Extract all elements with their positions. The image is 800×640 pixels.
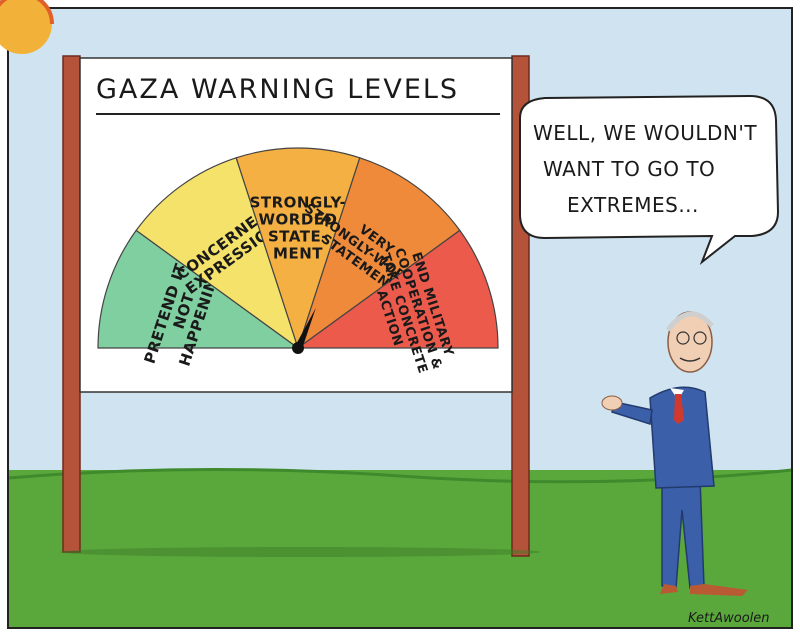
suit-jacket <box>649 386 715 489</box>
gauge-segment-5 <box>296 229 499 349</box>
glasses-right <box>693 331 707 345</box>
gauge-hub <box>292 342 304 354</box>
speech-line-2: WANT TO GO TO <box>543 157 715 181</box>
red-tie <box>674 394 684 424</box>
left-post <box>62 55 81 553</box>
panel-border <box>7 7 793 629</box>
right-shoe <box>690 584 748 596</box>
left-shoe <box>660 584 678 594</box>
sun <box>0 0 52 54</box>
pointing-hand <box>601 395 623 411</box>
glasses-left <box>676 331 690 345</box>
sun-rim <box>0 0 54 25</box>
gauge-needle <box>293 307 316 350</box>
smile <box>679 357 701 362</box>
speech-bubble <box>519 94 780 266</box>
gauge-segment-3 <box>235 147 361 350</box>
artist-signature: KettAwoolen <box>688 611 770 626</box>
sign-title: GAZA WARNING LEVELS <box>96 74 459 105</box>
gauge-segment-2 <box>135 157 300 350</box>
pointing-arm <box>611 401 653 425</box>
gauge-segment-4 <box>296 157 461 350</box>
warning-gauge: PRETEND IT'SNOTHAPPENINGCONCERNEDEXPRESS… <box>97 147 499 376</box>
speech-line-3: EXTREMES... <box>567 193 699 217</box>
politician-figure <box>601 311 748 596</box>
gauge-segment-1 <box>97 229 300 349</box>
grey-hair <box>665 311 714 332</box>
speech-line-1: WELL, WE WOULDN'T <box>533 121 757 145</box>
sign-shadow <box>60 547 540 557</box>
